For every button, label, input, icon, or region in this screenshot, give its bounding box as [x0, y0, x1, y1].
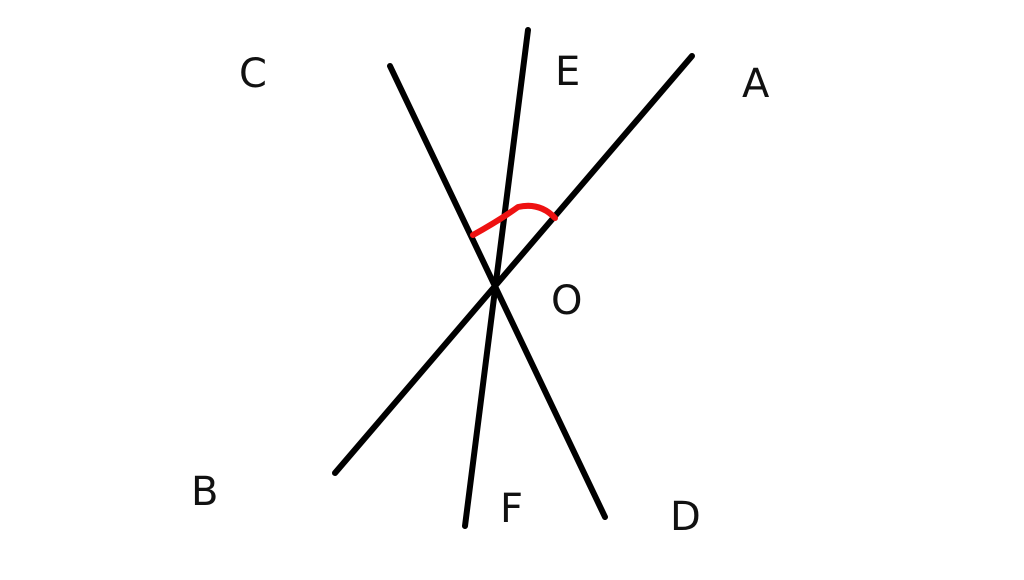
angle-arc-COA: [470, 202, 558, 238]
label-E: E: [555, 49, 580, 95]
line-EF: [462, 27, 531, 529]
label-B: B: [191, 469, 218, 515]
label-F: F: [500, 486, 523, 532]
label-D: D: [670, 494, 701, 540]
label-O: O: [551, 278, 582, 324]
line-AB: [332, 53, 695, 476]
label-A: A: [742, 61, 770, 107]
label-C: C: [239, 51, 267, 97]
